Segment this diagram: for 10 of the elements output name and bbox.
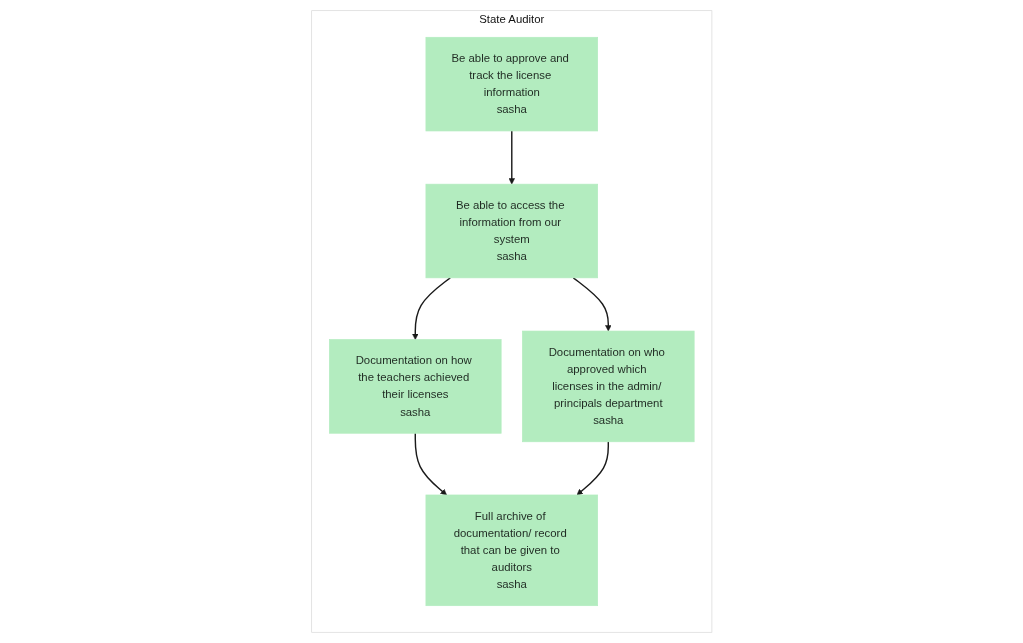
node-box: Full archive of documentation/ record that can be given to auditors sasha: [425, 494, 598, 607]
arrow: [508, 130, 515, 185]
node-box: Documentation on who approved which licenses in the admin/ principals department sasha: [521, 330, 695, 443]
arrow: [411, 277, 451, 340]
node-box: Documentation on how the teachers achieved their licenses sasha: [328, 339, 502, 434]
arrow: [572, 277, 612, 332]
node-box: Be able to approve and track the license information sasha: [425, 36, 598, 132]
arrow: [414, 432, 447, 496]
arrow: [576, 441, 609, 496]
node-box: Be able to access the information from our system sasha: [425, 183, 598, 279]
